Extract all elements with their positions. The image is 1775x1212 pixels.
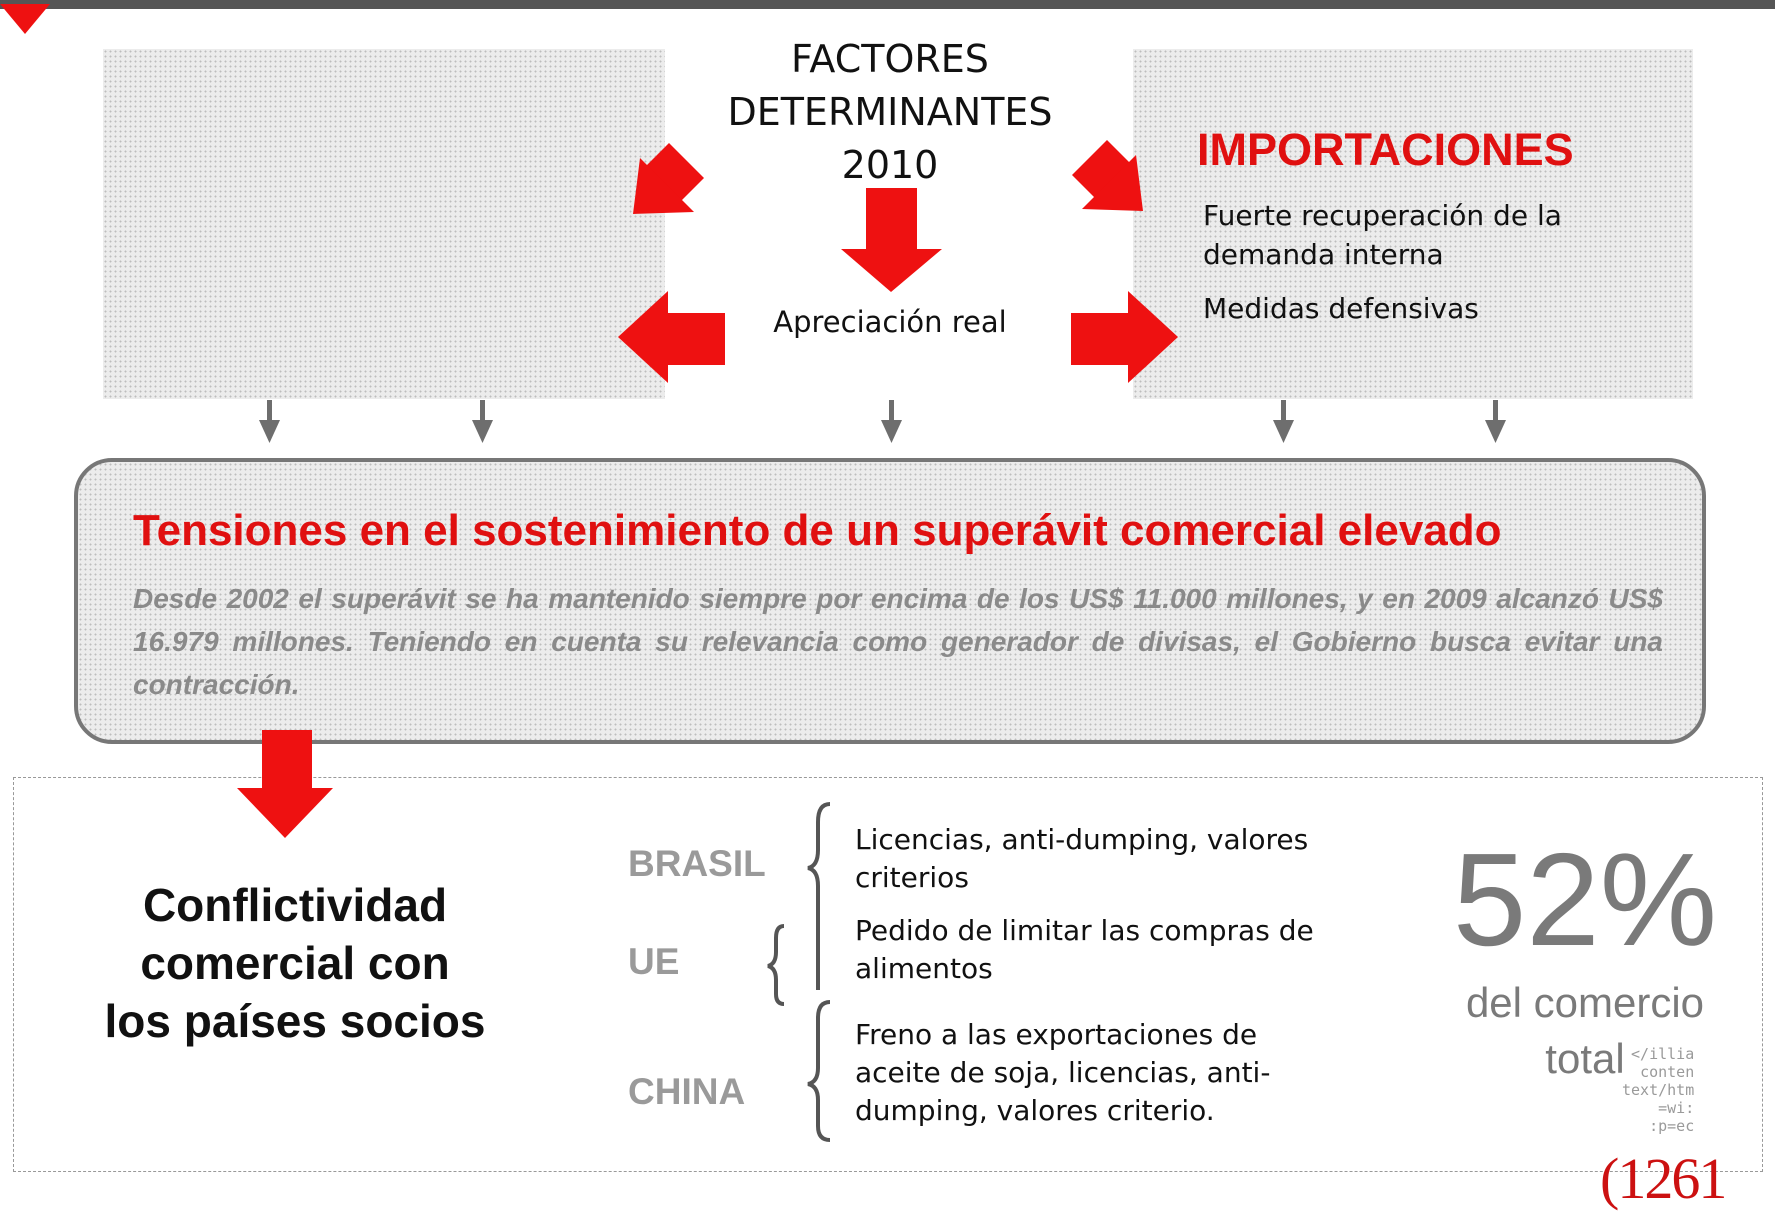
importaciones-item: Medidas defensivas <box>1203 292 1479 325</box>
ue-brace-icon <box>767 924 785 1006</box>
left-arrow-icon <box>618 291 725 383</box>
brasil-brace-icon <box>807 802 831 990</box>
conflict-line: los países socios <box>104 995 486 1047</box>
right-arrow-icon <box>1071 291 1178 383</box>
importaciones-item: demanda interna <box>1203 238 1444 271</box>
measure-line: Pedido de limitar las compras de <box>855 914 1314 947</box>
title-line: FACTORES <box>791 37 989 81</box>
conflict-heading: Conflictividad comercial con los países … <box>85 876 505 1050</box>
gray-down-arrow-icon <box>472 400 493 443</box>
gray-down-arrow-icon <box>881 400 902 443</box>
title-line: DETERMINANTES <box>727 90 1053 134</box>
corner-logo: (1261 <box>1600 1146 1727 1211</box>
measure-line: aceite de soja, licencias, anti- <box>855 1056 1271 1089</box>
page-title: FACTORES DETERMINANTES 2010 <box>700 33 1080 192</box>
share-label-line: del comercio <box>1465 979 1705 1026</box>
brasil-measures: Licencias, anti-dumping, valores criteri… <box>855 821 1355 897</box>
gray-down-arrow-icon <box>1485 400 1506 443</box>
measure-line: criterios <box>855 861 969 894</box>
measure-line: Licencias, anti-dumping, valores <box>855 823 1309 856</box>
conflict-line: comercial con <box>140 937 450 989</box>
gray-down-arrow-icon <box>259 400 280 443</box>
conflict-line: Conflictividad <box>142 879 448 931</box>
importaciones-title: IMPORTACIONES <box>1197 124 1574 175</box>
country-brasil: BRASIL <box>628 843 766 884</box>
ue-measures: Pedido de limitar las compras de aliment… <box>855 912 1355 988</box>
top-bar <box>0 0 1775 9</box>
diagonal-arrow-right-icon <box>1072 140 1143 211</box>
left-dotted-panel <box>103 49 665 399</box>
china-measures: Freno a las exportaciones de aceite de s… <box>855 1016 1355 1130</box>
share-percentage: 52% <box>1452 826 1718 973</box>
country-china: CHINA <box>628 1071 746 1112</box>
measure-line: alimentos <box>855 952 993 985</box>
main-tension-box <box>74 458 1706 744</box>
gray-down-arrow-icon <box>1273 400 1294 443</box>
country-ue: UE <box>628 941 680 982</box>
main-description: Desde 2002 el superávit se ha mantenido … <box>133 583 1663 700</box>
diagonal-arrow-left-icon <box>633 143 704 214</box>
measure-line: Freno a las exportaciones de <box>855 1018 1258 1051</box>
main-title: Tensiones en el sostenimiento de un supe… <box>133 506 1502 555</box>
importaciones-item: Fuerte recuperación de la <box>1203 199 1562 232</box>
bottom-dashed-box <box>13 777 1763 1172</box>
corner-triangle <box>0 4 50 34</box>
right-dotted-panel <box>1133 49 1693 399</box>
china-brace-icon <box>807 1000 831 1142</box>
code-snippet-decoration: </illia conten text/htm =wi: :p=ec <box>1622 1045 1695 1135</box>
bottom-down-arrow-icon <box>237 730 333 838</box>
center-down-arrow-icon <box>841 188 942 292</box>
share-label-line: total <box>1545 1035 1625 1082</box>
apreciacion-label: Apreciación real <box>773 305 1007 339</box>
measure-line: dumping, valores criterio. <box>855 1094 1215 1127</box>
share-label: del comercio total <box>1420 975 1750 1087</box>
title-line: 2010 <box>841 143 939 187</box>
